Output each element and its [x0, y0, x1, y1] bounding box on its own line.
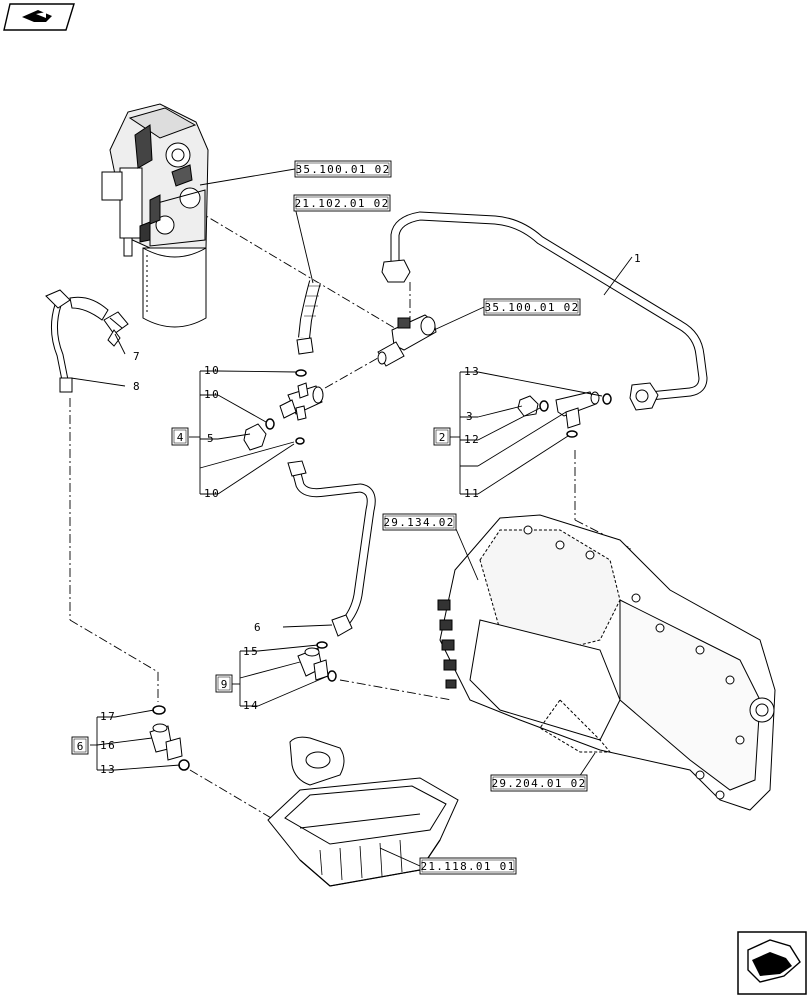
reference-label: 29.134.02 — [383, 516, 454, 529]
oil-pan — [267, 736, 459, 887]
reference-label: 35.100.01 02 — [484, 301, 579, 314]
part-1-pipe — [390, 211, 708, 401]
callout-10: 10 — [204, 487, 220, 500]
reference-box-29-134[interactable]: 29.134.02 — [382, 513, 457, 531]
part-6-pipe — [291, 468, 376, 629]
filter-head-assembly — [101, 103, 209, 328]
reference-label: 21.102.01 02 — [294, 197, 389, 210]
group-2-parts — [517, 391, 612, 438]
callout-16: 16 — [100, 739, 116, 752]
callout-1: 1 — [634, 252, 642, 265]
group-label: 2 — [439, 431, 446, 444]
reference-box-21-102[interactable]: 21.102.01 02 — [293, 194, 391, 212]
callout-7: 7 — [133, 350, 141, 363]
part-6-nuts — [287, 460, 353, 637]
callout-5: 5 — [207, 432, 215, 445]
part-7-fitting — [103, 311, 129, 347]
group-box-4: 4 — [171, 427, 189, 446]
group-9-elbow — [297, 641, 337, 682]
reference-box-29-204[interactable]: 29.204.01 02 — [490, 774, 588, 792]
return-hose — [298, 280, 321, 339]
reference-label: 35.100.01 02 — [295, 163, 390, 176]
part-5-plug — [243, 423, 267, 451]
callout-10: 10 — [204, 388, 220, 401]
callout-11: 11 — [464, 487, 480, 500]
callout-3: 3 — [466, 410, 474, 423]
callout-17: 17 — [100, 710, 116, 723]
part-8-hose — [45, 289, 109, 393]
callout-numbers: 1 7 8 10 10 5 10 13 3 12 11 6 15 14 17 1… — [100, 252, 642, 776]
group-label: 6 — [77, 740, 84, 753]
callout-14: 14 — [243, 699, 259, 712]
callout-13: 13 — [464, 365, 480, 378]
group-box-9: 9 — [215, 674, 233, 693]
group-box-6: 6 — [71, 736, 89, 755]
callout-15: 15 — [243, 645, 259, 658]
part-1-nuts — [381, 259, 659, 411]
callout-6: 6 — [254, 621, 262, 634]
reference-label: 21.118.01 01 — [420, 860, 515, 873]
group-box-2: 2 — [433, 427, 451, 446]
callout-10: 10 — [204, 364, 220, 377]
hose-end — [296, 337, 314, 355]
group-label: 4 — [177, 431, 184, 444]
group-label: 9 — [221, 678, 228, 691]
reference-box-35-100-top[interactable]: 35.100.01 02 — [294, 160, 392, 178]
nav-previous-icon[interactable] — [3, 3, 75, 31]
group-6-elbow — [149, 705, 190, 771]
reference-label: 29.204.01 02 — [491, 777, 586, 790]
callout-13: 13 — [100, 763, 116, 776]
part-tee-fitting — [265, 369, 324, 445]
banjo-fitting — [377, 314, 437, 367]
nav-next-icon[interactable] — [737, 931, 807, 995]
reference-box-35-100-mid[interactable]: 35.100.01 02 — [483, 298, 581, 316]
transmission-housing — [437, 514, 776, 811]
callout-8: 8 — [133, 380, 141, 393]
reference-box-21-118[interactable]: 21.118.01 01 — [419, 857, 517, 875]
callout-12: 12 — [464, 433, 480, 446]
